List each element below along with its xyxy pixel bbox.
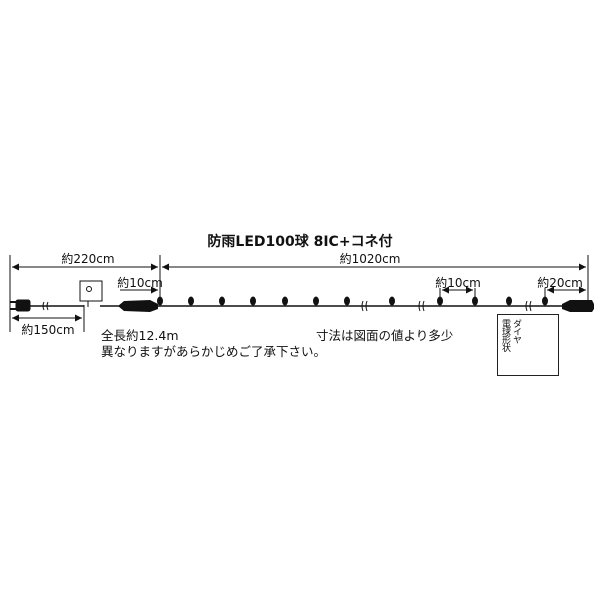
dim-1020-label: 約1020cm <box>340 251 401 266</box>
led-bulb <box>542 296 548 306</box>
led-bulb <box>472 296 478 306</box>
controller-box <box>79 280 103 307</box>
bulb-shape-box: 電球形状 ダイヤ <box>497 314 559 376</box>
right-connector <box>562 300 594 312</box>
total-length-note: 全長約12.4m <box>101 328 179 343</box>
bulb-shape-col2: 電球形状 <box>500 319 510 351</box>
led-bulb <box>157 296 163 306</box>
led-bulb <box>389 296 395 306</box>
dim-10-left-label: 約10cm <box>117 275 163 290</box>
cable-break-marks-1 <box>42 301 49 311</box>
cable-break-marks-2 <box>361 300 532 312</box>
dim-220-label: 約220cm <box>61 251 114 266</box>
tolerance-note-1: 寸法は図面の値より多少 <box>316 328 454 343</box>
led-bulb <box>188 296 194 306</box>
led-bulb <box>313 296 319 306</box>
led-bulb <box>282 296 288 306</box>
led-bulb <box>219 296 225 306</box>
bulb-shape-label: 電球形状 ダイヤ <box>500 319 530 351</box>
led-bulb <box>250 296 256 306</box>
led-bulb <box>437 296 443 306</box>
dim-150-label: 約150cm <box>21 322 74 337</box>
tolerance-note-2: 異なりますがあらかじめご了承下さい。 <box>101 344 327 359</box>
power-plug <box>10 299 31 312</box>
diagram-title: 防雨LED100球 8IC+コネ付 <box>207 233 392 250</box>
bulb-shape-col1: ダイヤ <box>511 319 521 343</box>
dim-10-mid-label: 約10cm <box>435 275 481 290</box>
left-connector <box>118 300 158 312</box>
extension-lines <box>9 255 589 332</box>
dim-20-label: 約20cm <box>537 275 583 290</box>
led-bulb <box>344 296 350 306</box>
led-bulbs <box>157 296 548 306</box>
led-bulb <box>506 296 512 306</box>
